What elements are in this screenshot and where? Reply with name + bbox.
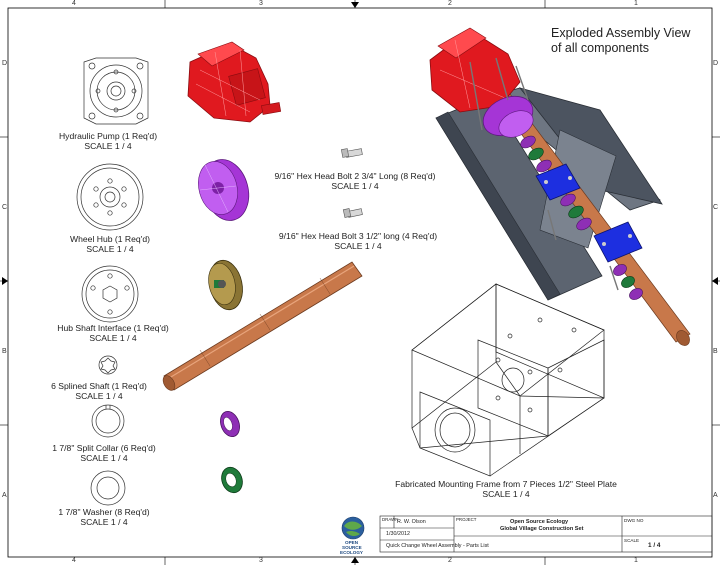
assembly-frame (435, 87, 663, 301)
drawn-by: R. W. Olson (397, 519, 426, 525)
zone-letter-a: A (2, 492, 7, 499)
wheel-hub-label: Wheel Hub (1 Req'd) (70, 234, 150, 244)
hydraulic-pump-label: Hydraulic Pump (1 Req'd) (58, 131, 158, 141)
splined-shaft-3d (162, 261, 363, 391)
zone-number-3: 3 (259, 0, 263, 7)
exploded-view-title-line2: of all components (551, 41, 649, 55)
drawn-label: DRAWN (382, 517, 399, 522)
zone-number-2-bottom: 2 (448, 557, 452, 564)
ose-logo-icon (341, 516, 365, 540)
sheet-number: 1 / 4 (648, 542, 661, 549)
project-label: PROJECT (456, 517, 477, 522)
wheel-hub-scale: SCALE 1 / 4 (86, 244, 134, 254)
zone-number-2: 2 (448, 0, 452, 7)
wheel-hub-front-view (76, 163, 144, 231)
washer-scale: SCALE 1 / 4 (80, 517, 128, 527)
hex-bolt-short-3d (342, 208, 363, 218)
frame-scale: SCALE 1 / 4 (482, 489, 530, 499)
hydraulic-pump-3d (187, 41, 282, 123)
assembly-collars (520, 135, 643, 300)
dwg-no-label: DWG NO (624, 518, 644, 523)
wheel-hub-3d (198, 159, 250, 221)
assembly-hub (482, 95, 534, 138)
zone-number-3-bottom: 3 (259, 557, 263, 564)
split-collar-3d (220, 411, 240, 437)
scale-label: SCALE (624, 538, 640, 543)
logo-text-3: ECOLOGY (340, 550, 363, 555)
hydraulic-pump-scale: SCALE 1 / 4 (84, 141, 132, 151)
splined-shaft-label: 6 Splined Shaft (1 Req'd) (51, 381, 147, 391)
drawing-date: 1/30/2012 (386, 531, 410, 537)
zone-number-4: 4 (72, 0, 76, 7)
logo-text-2: SOURCE (342, 545, 362, 550)
project-name: Global Village Construction Set (500, 526, 584, 532)
washer-front-view (90, 470, 126, 506)
hub-shaft-interface-front-view (81, 265, 139, 323)
zone-letter-d-right: D (713, 60, 719, 67)
hub-shaft-interface-3d (208, 259, 243, 311)
bolt-long-label: 9/16" Hex Head Bolt 2 3/4" Long (8 Req'd… (274, 171, 436, 181)
exploded-view-title: Exploded Assembly View of all components (551, 26, 690, 56)
bolt-short-label: 9/16" Hex Head Bolt 3 1/2" long (4 Req'd… (278, 231, 438, 241)
bolt-short-scale: SCALE 1 / 4 (334, 241, 382, 251)
assembly-blue-flanges (535, 163, 643, 263)
split-collar-label: 1 7/8" Split Collar (6 Req'd) (52, 443, 156, 453)
hub-shaft-interface-scale: SCALE 1 / 4 (89, 333, 137, 343)
drawing-description: Quick Change Wheel Assembly - Parts List (386, 543, 489, 549)
logo-text-1: OPEN (345, 540, 359, 545)
split-collar-front-view (91, 404, 125, 438)
zone-number-4-bottom: 4 (72, 557, 76, 564)
zone-letter-a-right: A (713, 492, 718, 499)
assembly-bolts (469, 57, 619, 291)
splined-shaft-scale: SCALE 1 / 4 (75, 391, 123, 401)
hub-shaft-interface-label: Hub Shaft Interface (1 Req'd) (57, 323, 169, 333)
splined-shaft-front-view (98, 355, 118, 375)
zone-letter-c-right: C (713, 204, 719, 211)
split-collar-scale: SCALE 1 / 4 (80, 453, 128, 463)
washer-3d (221, 466, 243, 494)
exploded-view-title-line1: Exploded Assembly View (551, 26, 691, 40)
hex-bolt-long-3d (341, 148, 363, 158)
zone-letter-c: C (2, 204, 8, 211)
zone-number-1: 1 (634, 0, 638, 7)
washer-label: 1 7/8" Washer (8 Req'd) (58, 507, 150, 517)
assembly-pump (429, 27, 521, 113)
zone-letter-b: B (2, 348, 7, 355)
bolt-long-scale: SCALE 1 / 4 (331, 181, 379, 191)
zone-number-1-bottom: 1 (634, 557, 638, 564)
hydraulic-pump-front-view (83, 57, 149, 125)
frame-label: Fabricated Mounting Frame from 7 Pieces … (395, 479, 617, 489)
zone-letter-b-right: B (713, 348, 718, 355)
zone-letter-d: D (2, 60, 8, 67)
org-name: Open Source Ecology (510, 519, 569, 525)
assembly-shaft (495, 93, 691, 346)
